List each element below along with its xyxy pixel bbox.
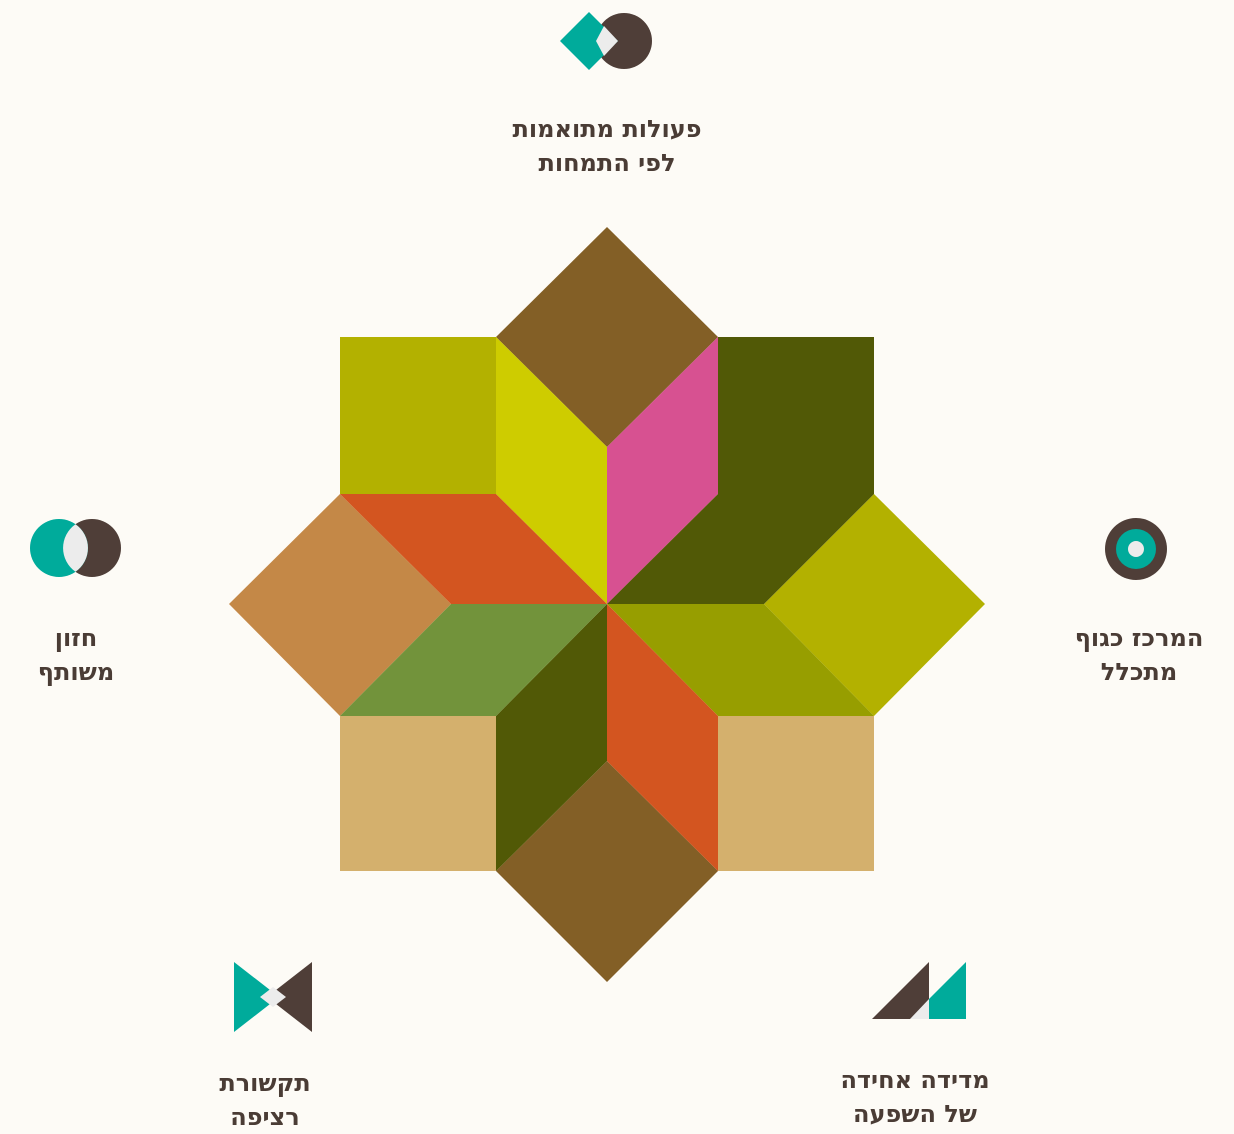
rhombus-e-top <box>607 494 874 604</box>
parallelogram-triangle-icon <box>872 962 966 1019</box>
node-bottom-right-line-1: מדידה אחידה <box>840 1066 990 1094</box>
bowtie-triangles-icon <box>234 962 312 1032</box>
node-bottom-right-label: מדידה אחידה של השפעה <box>810 1063 1020 1131</box>
node-left-label: חזון משותף <box>0 621 152 689</box>
diamond-right <box>764 494 985 716</box>
square-top-left <box>340 337 496 494</box>
node-bottom-left-line-1: תקשורת <box>219 1069 311 1097</box>
rhombus-n-right <box>607 337 718 604</box>
diamond-left <box>229 494 451 716</box>
rhombus-e-bottom <box>607 604 874 716</box>
ring-target-icon <box>1105 518 1167 580</box>
node-top-line-2: לפי התמחות <box>538 149 676 177</box>
square-bottom-right <box>718 716 874 871</box>
node-left-line-2: משותף <box>37 658 115 686</box>
node-top-line-1: פעולות מתואמות <box>512 115 702 143</box>
diamond-bottom <box>496 761 718 982</box>
node-bottom-right-line-2: של השפעה <box>852 1100 978 1128</box>
square-bottom-left <box>340 716 496 871</box>
split-diamond-circle-icon <box>560 12 652 70</box>
rhombus-n-left <box>496 337 607 604</box>
rhombus-s-right <box>607 604 718 871</box>
rhombus-w-top <box>340 494 607 604</box>
rhombus-w-bottom <box>340 604 607 716</box>
node-right-line-2: מתכלל <box>1100 658 1178 686</box>
node-right-line-1: המרכז כגוף <box>1074 624 1204 652</box>
rhombus-s-left <box>496 604 607 871</box>
node-bottom-left-label: תקשורת רציפה <box>190 1066 340 1134</box>
overlapping-circles-icon <box>30 519 121 577</box>
square-top-right <box>718 337 874 494</box>
node-right-label: המרכז כגוף מתכלל <box>1054 621 1224 689</box>
node-bottom-left-line-2: רציפה <box>230 1103 300 1131</box>
node-top-label: פעולות מתואמות לפי התמחות <box>470 112 744 180</box>
node-left-line-1: חזון <box>54 624 98 652</box>
